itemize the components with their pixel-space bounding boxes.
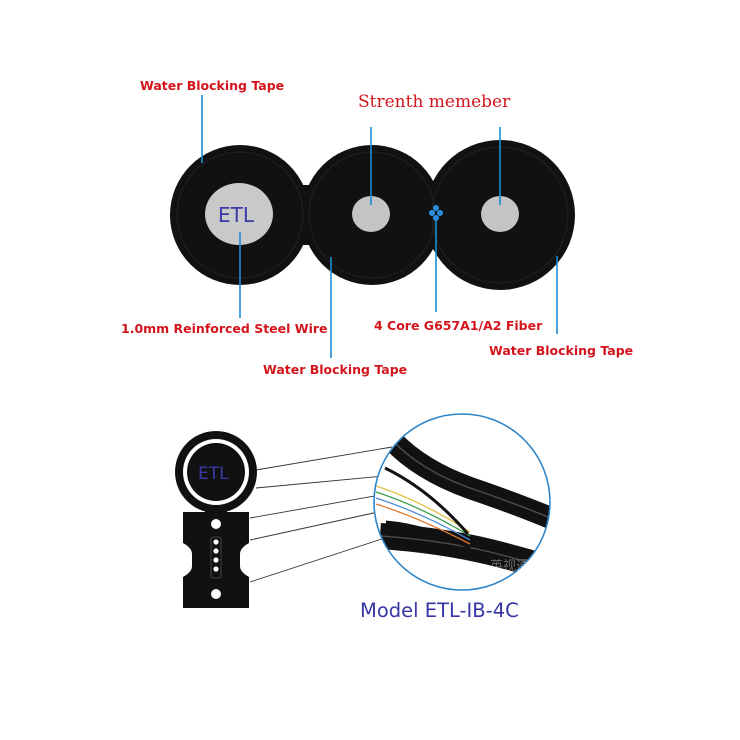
label-water-blocking-tape-middle: Water Blocking Tape — [263, 362, 407, 377]
bottom-drop-cable-profile: ETL — [175, 414, 560, 622]
top-cross-section: ETL Water Blocking Tape Strenth memeber … — [121, 78, 633, 377]
body-strength-member-top — [211, 519, 221, 529]
magnifier-watermark: 英视通 — [490, 559, 529, 574]
brand-mark-etl-small: ETL — [198, 464, 229, 484]
label-water-blocking-tape-outer: Water Blocking Tape — [140, 78, 284, 93]
label-strength-member: Strenth memeber — [358, 92, 511, 112]
brand-mark-etl: ETL — [218, 203, 255, 227]
magnifier-detail-view: 英视通 — [374, 414, 560, 590]
body-strength-member-bottom — [211, 589, 221, 599]
label-water-blocking-tape-right: Water Blocking Tape — [489, 343, 633, 358]
model-label: Model ETL-IB-4C — [360, 599, 519, 622]
magnifier-connector-lines — [250, 447, 394, 582]
label-steel-wire: 1.0mm Reinforced Steel Wire — [121, 321, 328, 336]
label-fiber: 4 Core G657A1/A2 Fiber — [374, 318, 543, 333]
